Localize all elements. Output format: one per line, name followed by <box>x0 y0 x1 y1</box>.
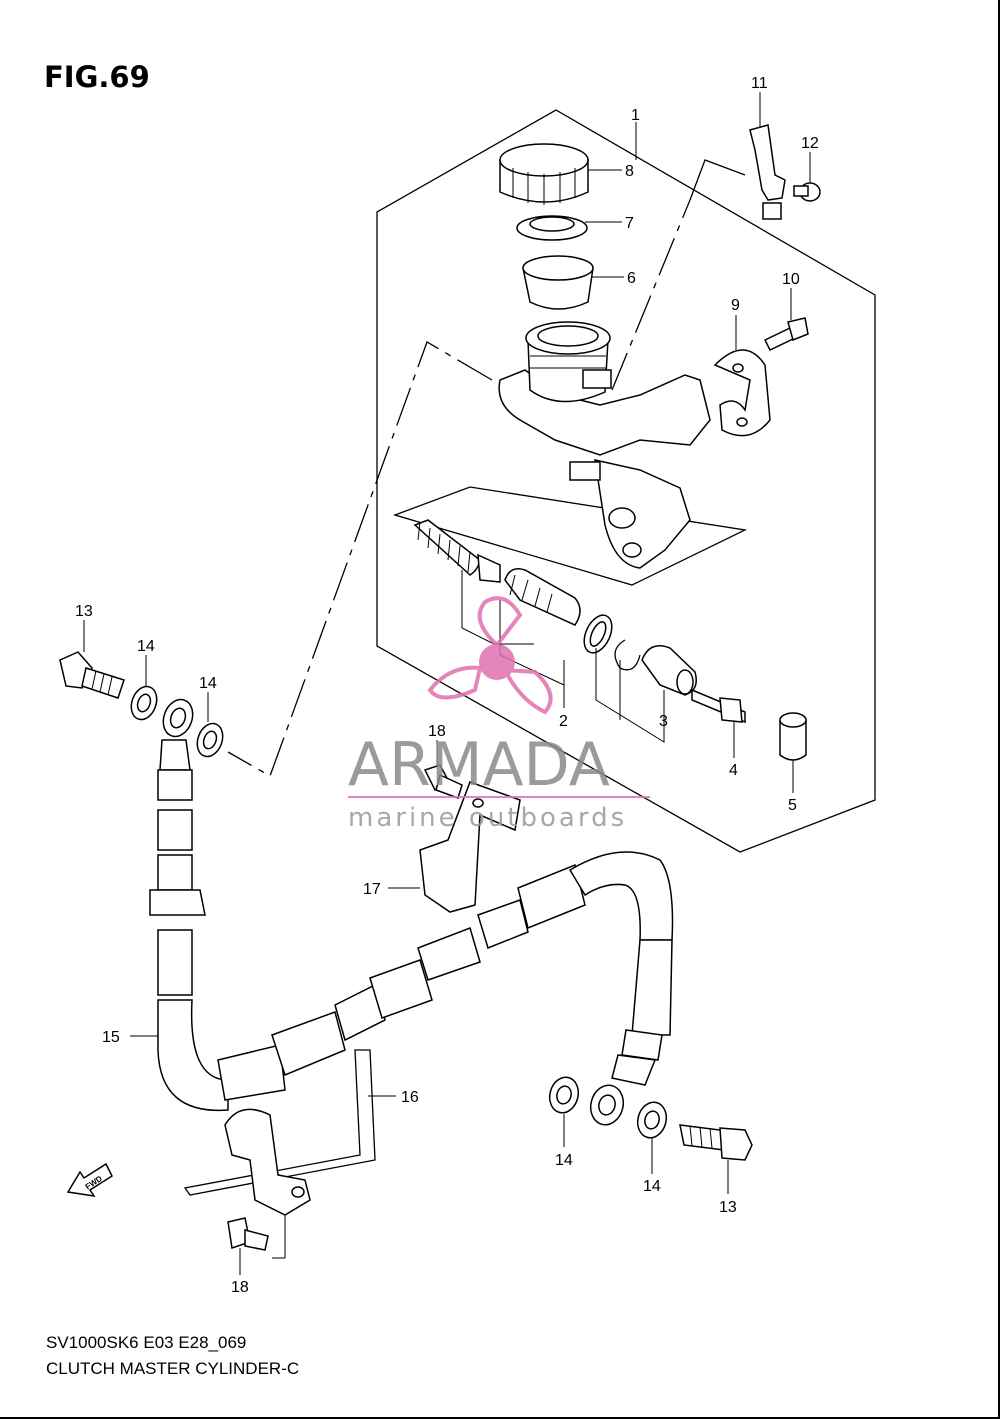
callout-leader-lines <box>83 92 811 1275</box>
sealing-washer-lower-1 <box>548 1076 580 1114</box>
dashed-leader-line <box>227 341 493 777</box>
clip-screw <box>793 182 821 202</box>
banjo-bolt-lower <box>679 1124 753 1161</box>
callout-18-upper: 18 <box>428 723 446 740</box>
clutch-hose <box>149 739 674 1112</box>
watermark: ARMADA marine outboards <box>348 596 650 833</box>
callout-8: 8 <box>625 163 634 180</box>
assembly-outline <box>376 109 876 853</box>
callout-14-upper-left: 14 <box>137 638 155 655</box>
figure-caption: CLUTCH MASTER CYLINDER-C <box>46 1359 300 1378</box>
callout-3: 3 <box>659 713 668 730</box>
callout-labels: 1 2 3 4 5 6 7 8 9 10 11 12 13 13 14 14 1… <box>75 75 819 1296</box>
callout-13-lower: 13 <box>719 1199 737 1216</box>
callout-7: 7 <box>625 215 634 232</box>
callout-6: 6 <box>627 270 636 287</box>
diaphragm-plate <box>516 215 588 241</box>
callout-14-lower-right: 14 <box>643 1178 661 1195</box>
callout-2: 2 <box>559 713 568 730</box>
callout-17: 17 <box>363 881 381 898</box>
callout-9: 9 <box>731 297 740 314</box>
fwd-arrow-icon <box>66 1162 113 1198</box>
callout-1: 1 <box>631 107 640 124</box>
callout-14-upper-right: 14 <box>199 675 217 692</box>
callout-11: 11 <box>751 75 768 92</box>
callout-5: 5 <box>788 797 797 814</box>
reservoir-cap <box>499 143 589 205</box>
propeller-logo-icon <box>427 596 553 715</box>
hose-guide-wire <box>183 1049 376 1196</box>
clamp-bolt <box>763 317 809 351</box>
callout-13-upper: 13 <box>75 603 93 620</box>
push-rod-cap <box>779 712 807 761</box>
push-rod <box>691 688 746 724</box>
callout-14-lower-left: 14 <box>555 1152 573 1169</box>
propeller-hub-icon <box>479 644 515 680</box>
callout-12: 12 <box>801 135 819 152</box>
sealing-washer-lower-2 <box>636 1101 668 1139</box>
watermark-tagline: marine outboards <box>348 803 627 833</box>
piston-cup-ring <box>583 614 613 654</box>
bracket-leader-line <box>689 159 746 201</box>
dust-boot <box>641 645 697 696</box>
clamp-bolt-upper <box>423 764 463 799</box>
figure-title: FIG.69 <box>44 60 150 94</box>
holder-clamp <box>713 349 771 437</box>
diaphragm <box>522 255 594 310</box>
banjo-fitting-upper <box>162 698 194 738</box>
banjo-bolt-upper <box>59 651 125 699</box>
master-cylinder-body <box>498 321 711 569</box>
callout-10: 10 <box>782 271 800 288</box>
dashed-leader-line-2 <box>611 199 691 391</box>
callout-18-lower: 18 <box>231 1279 249 1296</box>
callout-4: 4 <box>729 762 738 779</box>
watermark-brand: ARMADA <box>348 730 610 800</box>
piston-assembly <box>504 568 581 626</box>
clamp-bolt-lower <box>227 1217 269 1251</box>
hose-clamp-upper <box>419 781 521 913</box>
circlip <box>614 639 641 671</box>
sealing-washer-upper-1 <box>130 685 158 721</box>
sealing-washer-upper-2 <box>196 722 224 758</box>
figure-code: SV1000SK6 E03 E28_069 <box>46 1333 247 1352</box>
return-spring <box>413 519 501 583</box>
hose-clamp-lower <box>224 1108 311 1216</box>
piston-kit-outline <box>392 486 748 586</box>
callout-15: 15 <box>102 1029 120 1046</box>
hose-clip-bracket <box>749 124 786 220</box>
callout-16: 16 <box>401 1089 419 1106</box>
banjo-fitting-lower <box>589 1084 625 1126</box>
